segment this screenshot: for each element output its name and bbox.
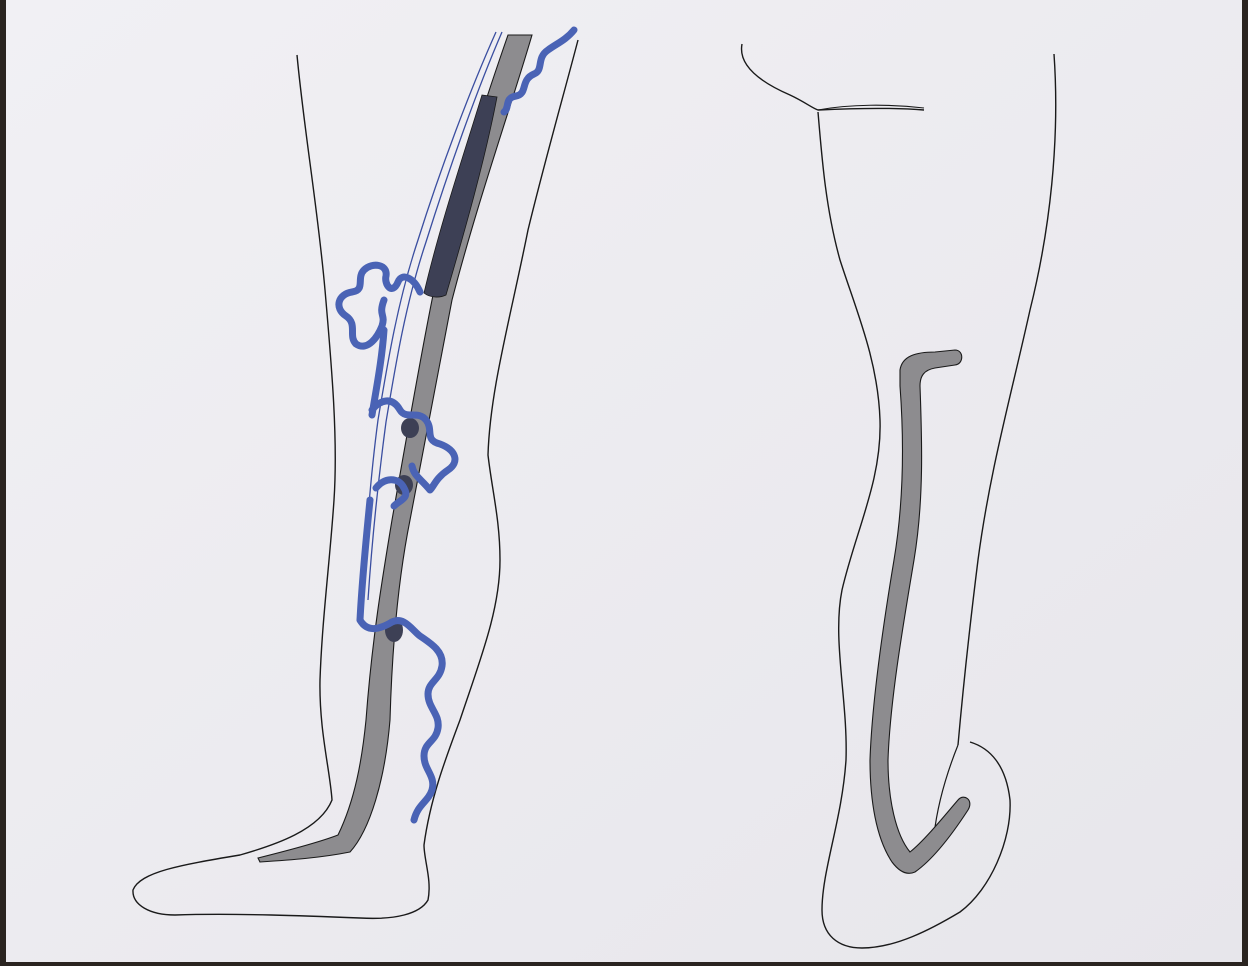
vein-node-1 bbox=[401, 418, 419, 438]
paper-background bbox=[6, 0, 1242, 962]
